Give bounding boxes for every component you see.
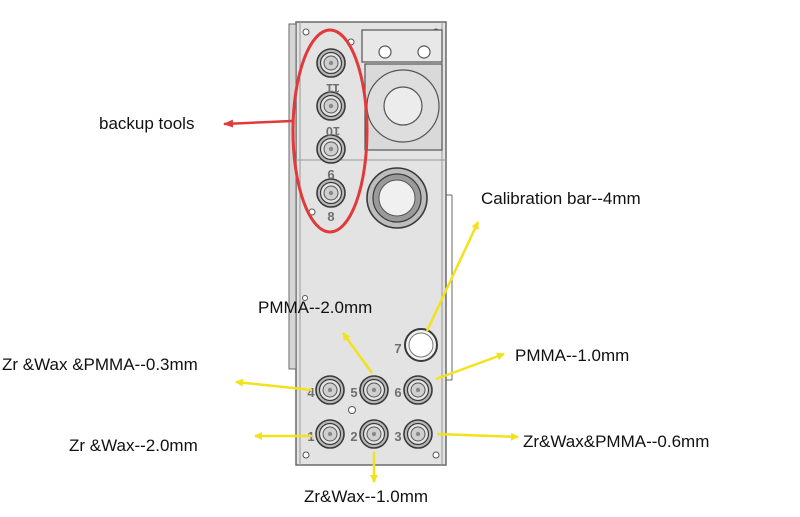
tool-holder-6 [403,375,433,405]
backup-tools-highlight [291,28,369,234]
tool-holder-1 [315,419,345,449]
zr-wax-pmma-03-label: Zr &Wax &PMMA--0.3mm [2,355,198,374]
tool-holder-3 [403,419,433,449]
calibration-bar-arrow [425,221,480,332]
zr-wax-pmma-06-arrow [436,432,519,441]
slot-number-8: 8 [327,209,334,224]
slot-number-9: 9 [327,167,334,182]
calibration-bar-label: Calibration bar--4mm [481,189,641,208]
zr-wax-20-label: Zr &Wax--2.0mm [69,436,198,455]
backup-tool-holder-8 [316,178,346,208]
zr-wax-pmma-03-arrow [235,378,313,392]
backup-tools-label: backup tools [99,114,195,133]
slot-number-11: 11 [326,81,340,96]
backup-tools-arrow [223,119,293,128]
slot-number-4: 4 [307,385,315,400]
zr-wax-pmma-06-label: Zr&Wax&PMMA--0.6mm [523,432,710,451]
slot-number-6: 6 [394,385,401,400]
tool-holder-2 [359,419,389,449]
slot-number-10: 10 [326,124,340,139]
tool-holder-4 [315,375,345,405]
slot-number-5: 5 [350,385,357,400]
pmma-2-arrow [341,332,374,374]
slot-number-2: 2 [350,429,357,444]
calibration-bar-socket [366,167,428,229]
tool-holder-7 [404,328,438,362]
spindle-block [361,29,443,151]
tool-holder-5 [359,375,389,405]
pmma-1-label: PMMA--1.0mm [515,346,630,365]
pmma-2-label: PMMA--2.0mm [258,298,373,317]
zr-wax-10-label: Zr&Wax--1.0mm [304,487,429,506]
slot-number-3: 3 [394,429,401,444]
backup-tool-holder-11 [316,48,346,78]
pmma-1-arrow [435,352,505,381]
slot-number-7: 7 [394,341,401,356]
